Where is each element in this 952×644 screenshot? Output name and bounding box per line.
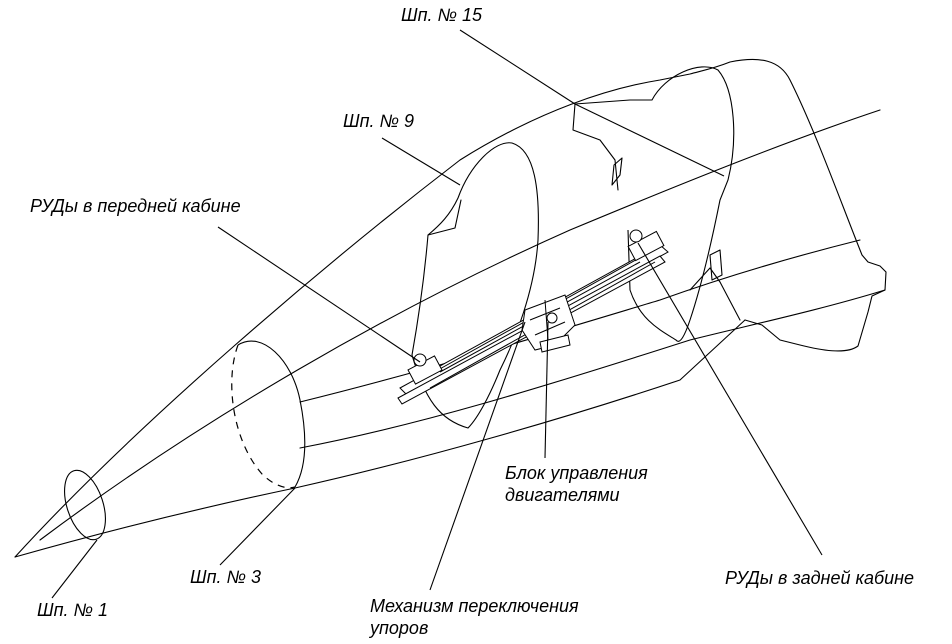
frame-15-contour bbox=[627, 66, 735, 342]
front-throttle-knob bbox=[413, 353, 427, 367]
frame-15-top bbox=[574, 99, 653, 105]
frame-1-label: Шп. № 1 bbox=[37, 600, 108, 620]
frame-9-notch bbox=[427, 199, 462, 236]
leader-frame-3 bbox=[219, 487, 296, 566]
leader-throttles-rear bbox=[637, 242, 823, 556]
control-unit-pivot bbox=[546, 312, 558, 324]
throttles-front-label: РУДы в передней кабине bbox=[30, 196, 241, 216]
frame-1-ellipse bbox=[64, 469, 106, 541]
leader-frame-9 bbox=[381, 137, 461, 186]
rear-throttle-block bbox=[627, 230, 665, 262]
cockpit-wall-slot bbox=[611, 157, 623, 186]
canopy-sill-line bbox=[299, 239, 861, 403]
leader-control-unit bbox=[544, 321, 549, 459]
throttle-mechanism bbox=[397, 229, 669, 405]
frame-3-label: Шп. № 3 bbox=[190, 567, 261, 587]
leader-frame-15 bbox=[459, 29, 576, 105]
leader-frame-1 bbox=[51, 539, 98, 599]
nose-lower-contour bbox=[14, 319, 746, 558]
leader-throttles-front bbox=[217, 226, 421, 363]
frame-9-label: Шп. № 9 bbox=[343, 111, 414, 131]
frame-15-label: Шп. № 15 bbox=[401, 5, 482, 25]
lower-side-line bbox=[299, 289, 886, 449]
rear-fairing-slot bbox=[709, 249, 723, 281]
leader-frame-15b bbox=[574, 103, 725, 177]
throttles-rear-label: РУДы в задней кабине bbox=[725, 568, 915, 588]
leader-stop-switch bbox=[429, 321, 526, 591]
stop-switch-mechanism-label: Механизм переключения упоров bbox=[370, 596, 579, 638]
frame-3-hidden bbox=[231, 344, 296, 489]
frame-3-solid bbox=[237, 340, 306, 488]
canopy-upper-line bbox=[39, 109, 881, 541]
rear-throttle-knob bbox=[629, 229, 643, 243]
frame-15-side bbox=[572, 103, 619, 191]
nose-upper-contour bbox=[14, 58, 887, 558]
rear-fairing-edge bbox=[689, 267, 741, 321]
engine-control-unit-label: Блок управления двигателями bbox=[505, 463, 648, 505]
